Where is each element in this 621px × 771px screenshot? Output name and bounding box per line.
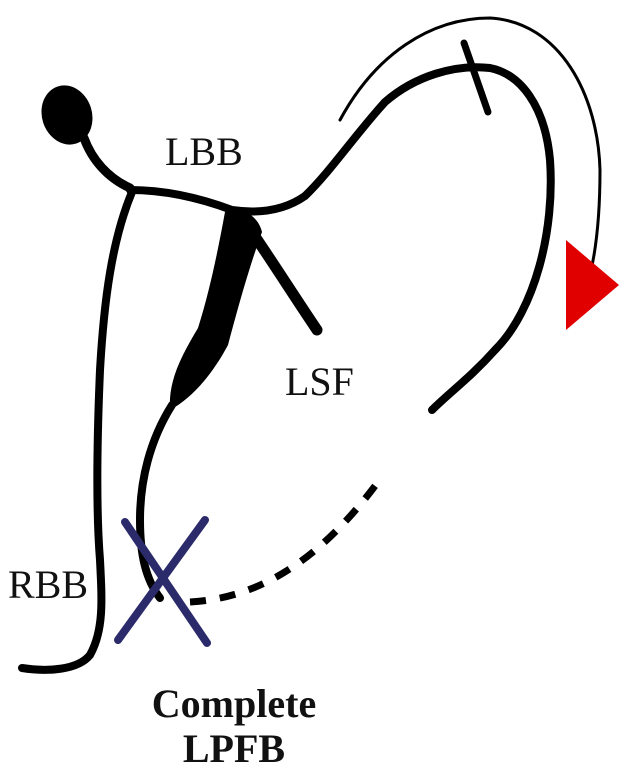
caption-line-2: LPFB (183, 726, 285, 771)
his-bundle-head (34, 79, 100, 152)
left-fascicle-mass (170, 210, 262, 410)
his-bundle-stem (84, 138, 130, 188)
x-cross-icon (118, 520, 207, 643)
tick-mark (464, 43, 488, 112)
label-rbb: RBB (8, 562, 88, 607)
label-lbb: LBB (165, 129, 243, 174)
triangle-arrow-icon (566, 240, 619, 330)
label-lsf: LSF (285, 359, 354, 404)
blocked-conduction-path (190, 482, 378, 602)
caption-line-1: Complete (152, 681, 316, 726)
